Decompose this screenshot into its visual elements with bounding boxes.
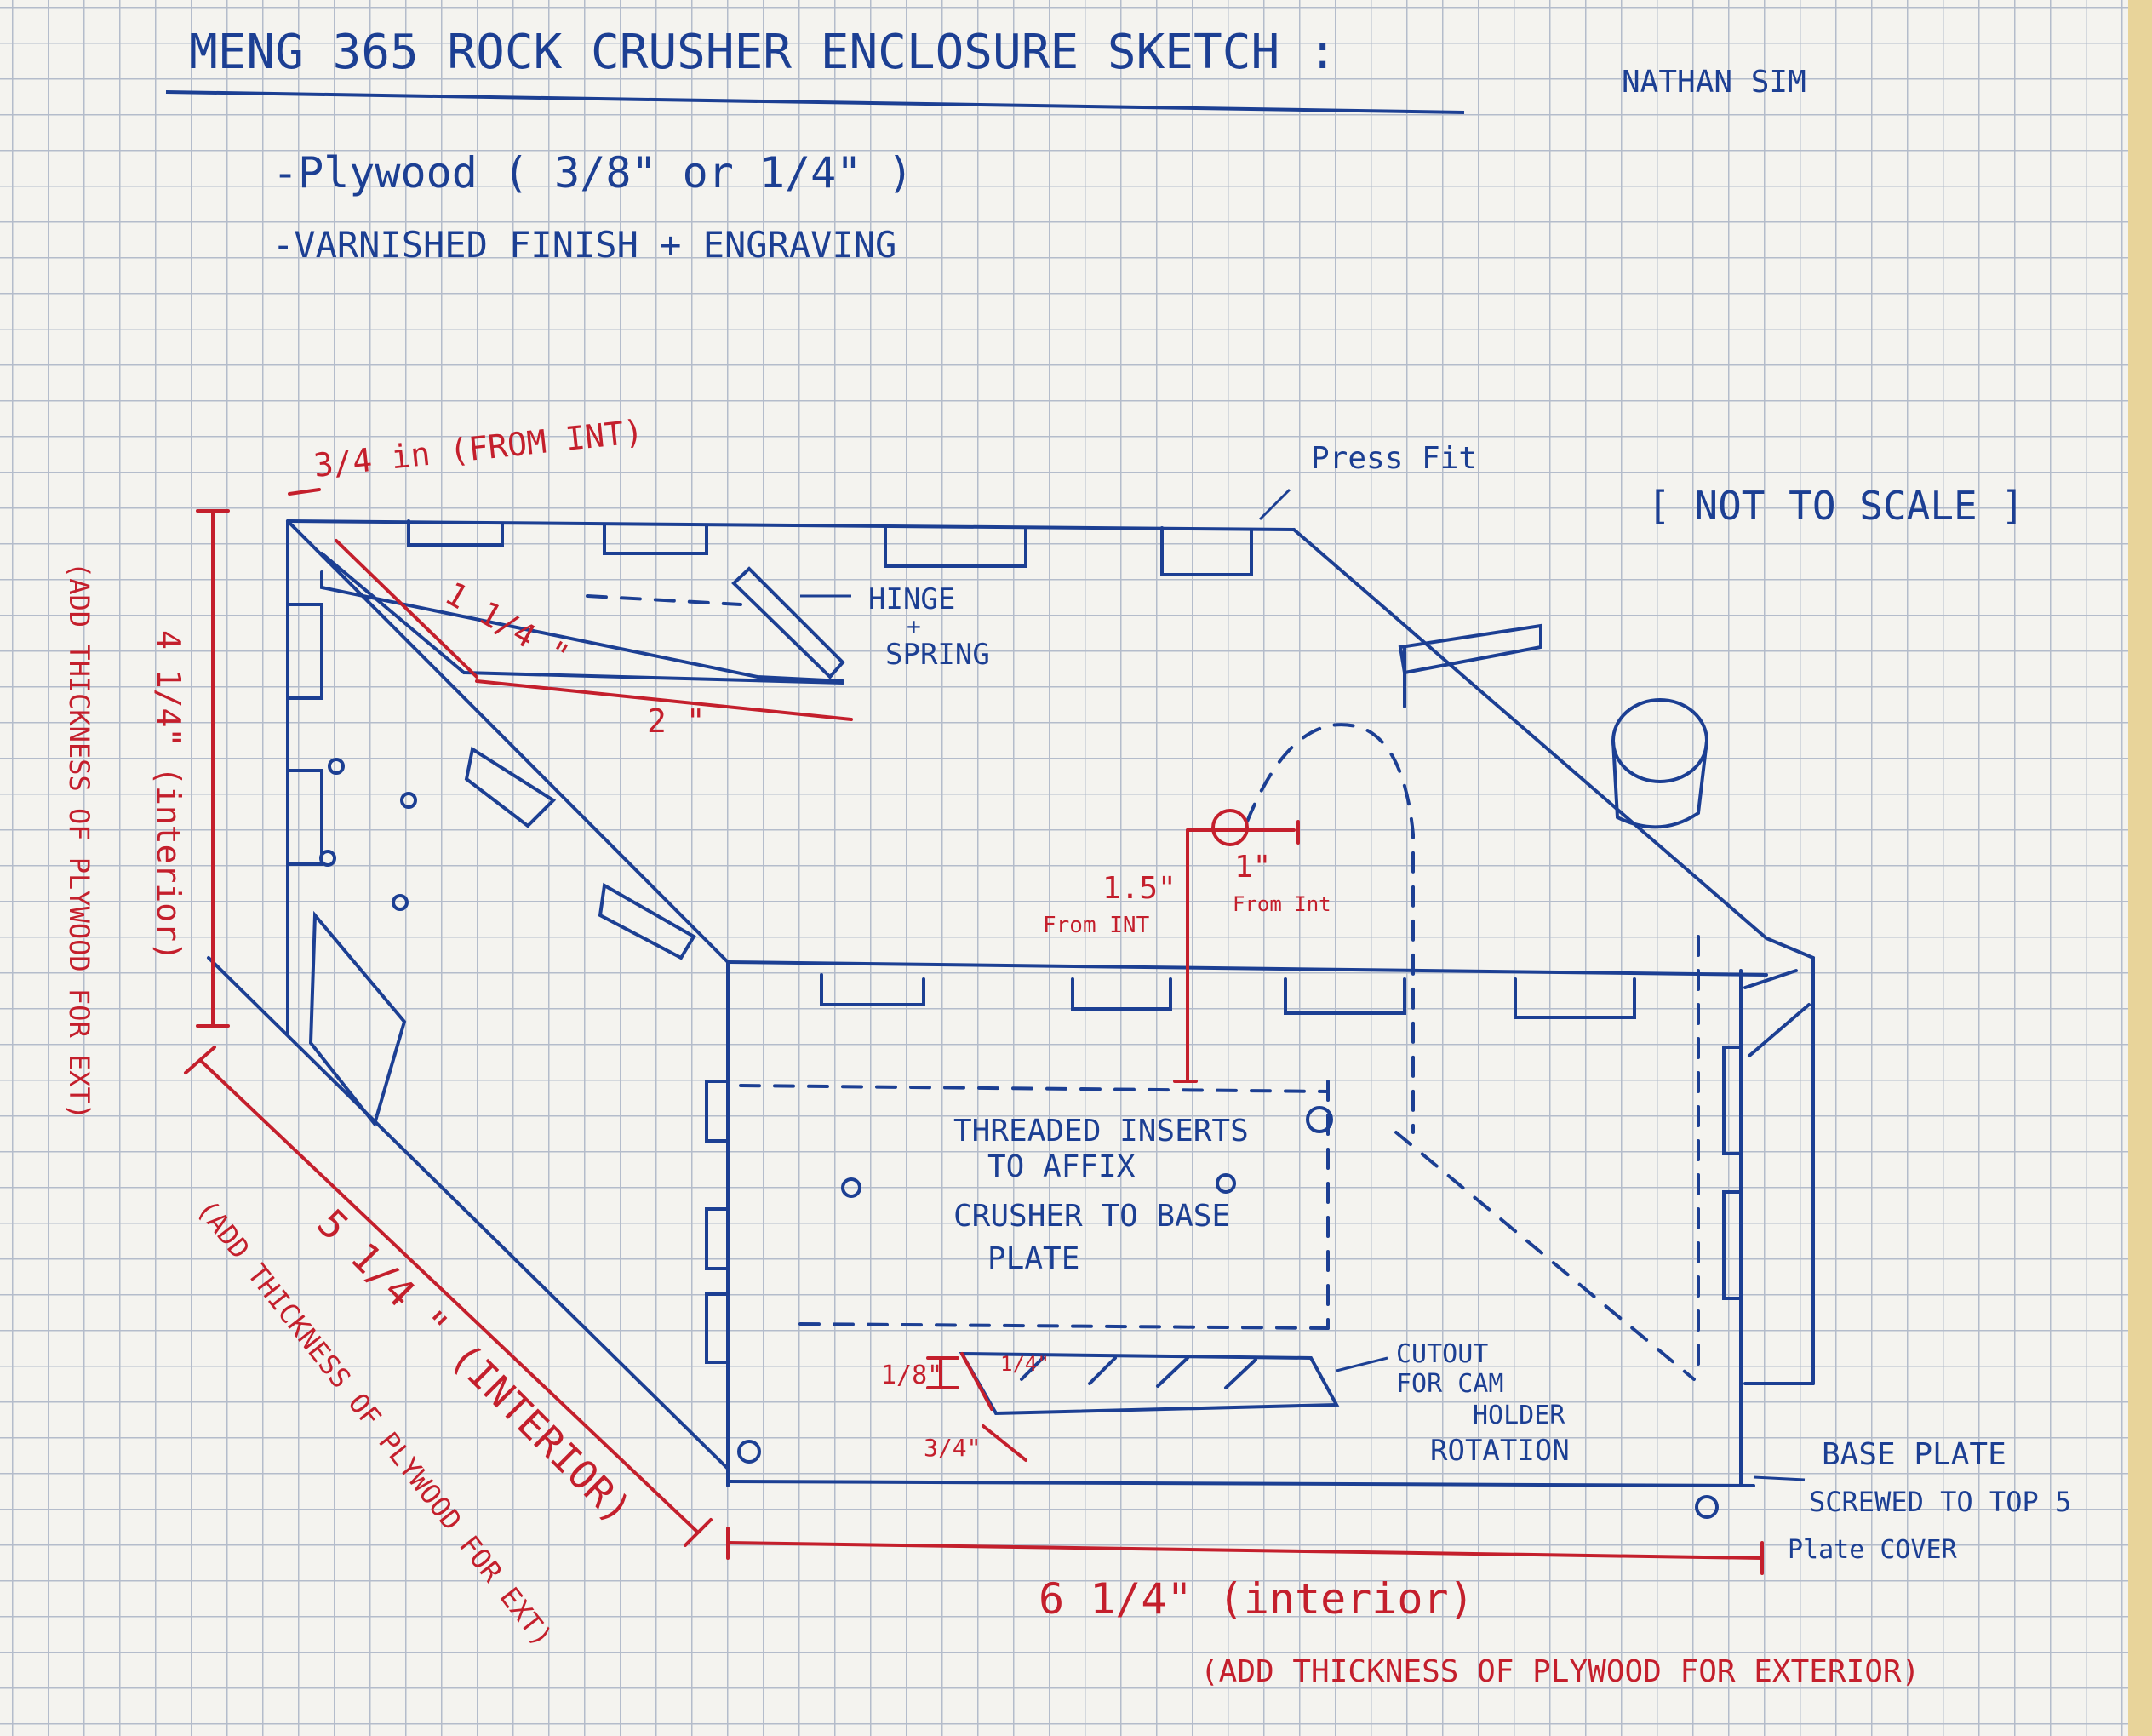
depth-dimension: 5 1/4 " (INTERIOR) bbox=[308, 1200, 641, 1533]
base-plate-line-3: Plate COVER bbox=[1788, 1535, 1958, 1565]
author-name: NATHAN SIM bbox=[1622, 65, 1806, 100]
header: MENG 365 ROCK CRUSHER ENCLOSURE SKETCH :… bbox=[165, 25, 2024, 529]
hole-y-dimension: 1" bbox=[1234, 850, 1271, 885]
width-dimension: 6 1/4" (interior) bbox=[1039, 1574, 1474, 1624]
base-plate-line-2: SCREWED TO TOP 5 bbox=[1809, 1486, 2071, 1518]
threaded-inserts-line-1: THREADED INSERTS bbox=[953, 1114, 1249, 1149]
hinge-plus: + bbox=[907, 612, 921, 640]
width-plywood-note: (ADD THICKNESS OF PLYWOOD FOR EXTERIOR) bbox=[1200, 1654, 1920, 1689]
base-plate-line-1: BASE PLATE bbox=[1822, 1437, 2006, 1472]
cutout-label-line-4: ROTATION bbox=[1430, 1434, 1570, 1468]
title-underline bbox=[165, 90, 1465, 114]
enclosure-box bbox=[207, 519, 1815, 1519]
dimension-labels: 3/4 in (FROM INT) 1 1/4 " 2 " 4 1/4" (in… bbox=[63, 413, 1920, 1689]
material-note: -Plywood ( 3/8" or 1/4" ) bbox=[272, 148, 913, 198]
annotations: Press Fit HINGE + SPRING THREADED INSERT… bbox=[800, 441, 2071, 1565]
cutout-label-line-1: CUTOUT bbox=[1396, 1339, 1488, 1369]
finish-note: -VARNISHED FINISH + ENGRAVING bbox=[272, 224, 896, 266]
height-plywood-note: (ADD THICKNESS OF PLYWOOD FOR EXT) bbox=[63, 562, 95, 1120]
hinge-label: HINGE bbox=[868, 582, 955, 616]
height-dimension: 4 1/4" (interior) bbox=[150, 630, 187, 961]
cutout-label-line-3: HOLDER bbox=[1473, 1401, 1565, 1430]
lip-dimension: 3/4 in (FROM INT) bbox=[312, 413, 644, 484]
hole-x-dimension: 1.5" bbox=[1102, 871, 1176, 906]
slot-width-dimension: 3/4" bbox=[924, 1434, 981, 1462]
dimensions-red bbox=[184, 488, 1764, 1575]
hole-y-note: From Int bbox=[1233, 892, 1331, 916]
paper-edge bbox=[2128, 0, 2152, 1736]
cutout-label-line-2: FOR CAM bbox=[1396, 1369, 1503, 1399]
press-fit-label: Press Fit bbox=[1311, 441, 1477, 476]
slot-height-dimension: 1/8" bbox=[881, 1361, 942, 1390]
hole-x-note: From INT bbox=[1043, 913, 1150, 938]
lid-depth-dimension: 2 " bbox=[647, 702, 706, 740]
threaded-inserts-line-4: PLATE bbox=[987, 1241, 1079, 1276]
spring-label: SPRING bbox=[885, 638, 990, 672]
threaded-inserts-line-2: TO AFFIX bbox=[987, 1149, 1136, 1184]
threaded-inserts-line-3: CRUSHER TO BASE bbox=[953, 1199, 1230, 1234]
slot-quarter-dimension: 1/4" bbox=[1000, 1352, 1050, 1376]
sheet-title: MENG 365 ROCK CRUSHER ENCLOSURE SKETCH : bbox=[189, 25, 1337, 80]
not-to-scale-note: [ NOT TO SCALE ] bbox=[1647, 483, 2024, 529]
